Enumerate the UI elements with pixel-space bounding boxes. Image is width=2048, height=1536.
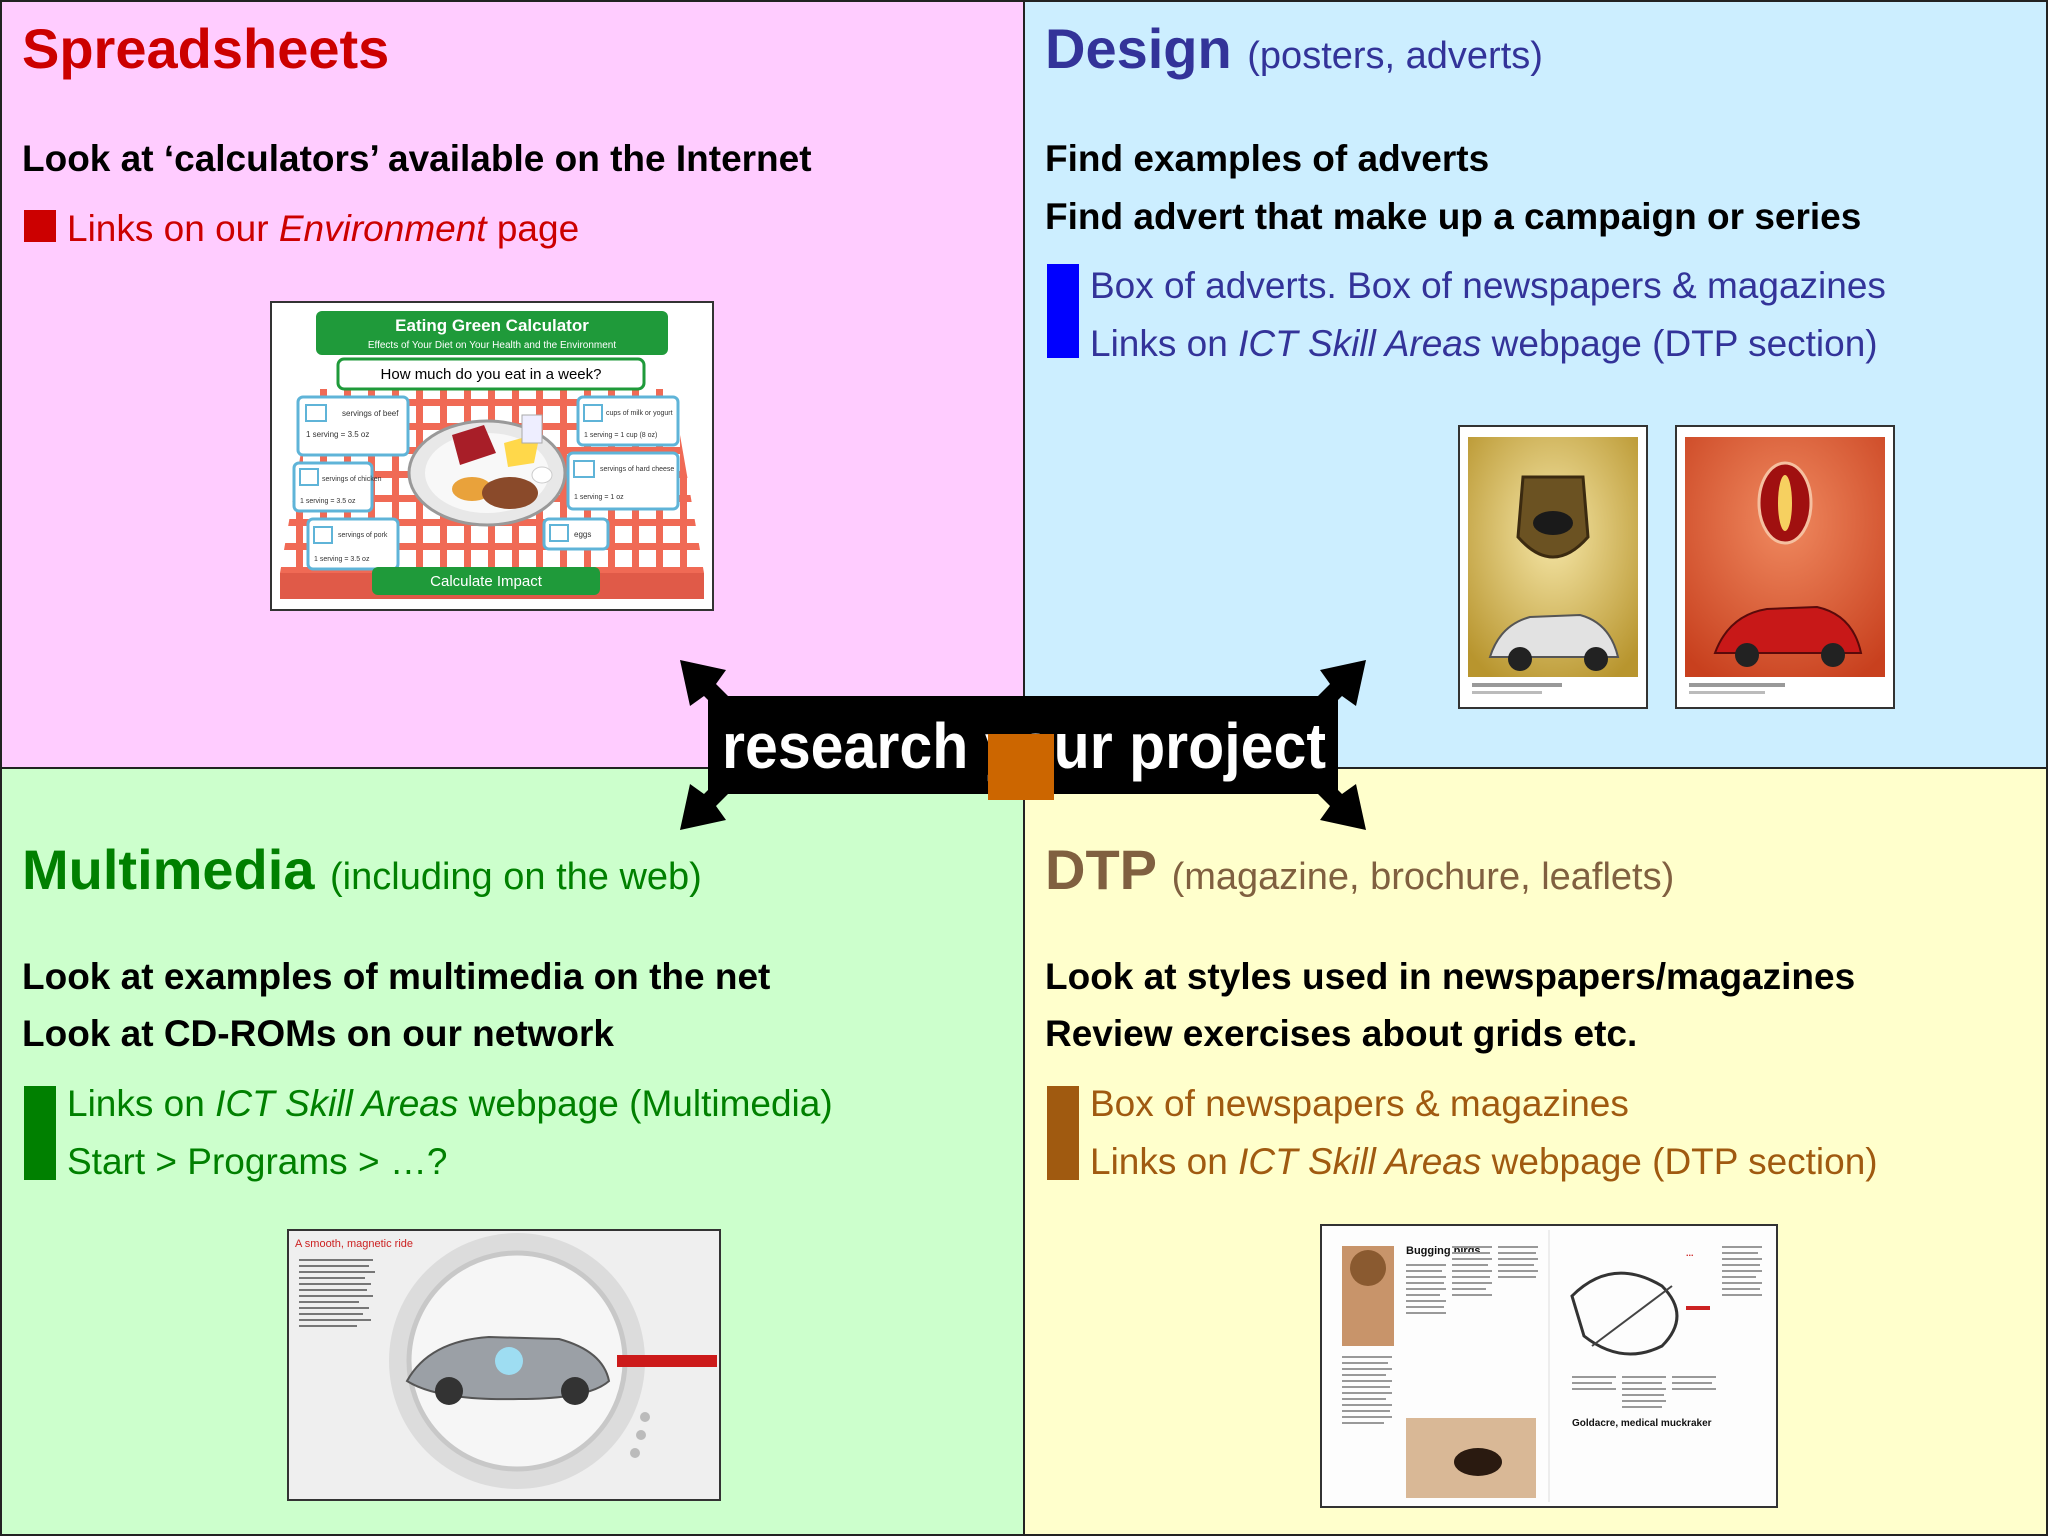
pull-quote: ... [1686, 1248, 1694, 1258]
menu-dot-icon[interactable] [636, 1430, 646, 1440]
svg-text:eggs: eggs [574, 530, 591, 539]
svg-text:servings of beef: servings of beef [342, 409, 399, 418]
arrow-down-right-icon [1308, 772, 1366, 830]
design-line-2: Find advert that make up a campaign or s… [1045, 196, 1862, 237]
center-orange-square [988, 734, 1054, 800]
calculate-impact-label: Calculate Impact [430, 573, 543, 590]
advert-thumbnail-red [1675, 425, 1895, 709]
beef-input[interactable] [305, 404, 327, 422]
design-panel: Design (posters, adverts) Find examples … [1023, 0, 2048, 769]
multimedia-panel: Multimedia (including on the web) Look a… [0, 767, 1025, 1536]
red-car-icon [1713, 605, 1863, 654]
brown-bar-bullet-icon [1047, 1086, 1079, 1180]
svg-text:cups of milk or yogurt: cups of milk or yogurt [606, 410, 673, 417]
svg-text:servings of pork: servings of pork [338, 532, 388, 539]
research-your-project-banner: research your project [680, 660, 1366, 830]
multimedia-ict-skill-areas-link[interactable]: Links on ICT Skill Areas webpage (Multim… [67, 1083, 833, 1124]
dtp-panel: DTP (magazine, brochure, leaflets) Look … [1023, 767, 2048, 1536]
design-line-1: Find examples of adverts [1045, 138, 1490, 179]
multimedia-thumb-heading: A smooth, magnetic ride [295, 1238, 413, 1250]
green-bar-bullet-icon [24, 1086, 56, 1180]
chicken-input[interactable] [299, 468, 319, 486]
pork-input[interactable] [313, 526, 333, 544]
adverts-box-link[interactable]: Box of adverts. Box of newspapers & maga… [1090, 265, 1886, 306]
dtp-title: DTP (magazine, brochure, leaflets) [1045, 838, 1675, 901]
design-subtitle: (posters, adverts) [1247, 35, 1543, 77]
design-ict-skill-areas-link[interactable]: Links on ICT Skill Areas webpage (DTP se… [1090, 323, 1878, 364]
food-plate-icon [407, 414, 567, 527]
dtp-subtitle: (magazine, brochure, leaflets) [1171, 856, 1675, 898]
svg-text:1 serving = 3.5 oz: 1 serving = 3.5 oz [314, 556, 370, 563]
start-programs-link[interactable]: Start > Programs > …? [67, 1141, 448, 1182]
cheese-input[interactable] [573, 460, 595, 478]
svg-text:1 serving = 3.5 oz: 1 serving = 3.5 oz [300, 498, 356, 505]
multimedia-title: Multimedia (including on the web) [22, 838, 702, 901]
glow-icon [495, 1347, 523, 1375]
beef-input-card: servings of beef 1 serving = 3.5 oz [296, 395, 410, 457]
eating-green-calculator-thumbnail: Eating Green Calculator Effects of Your … [270, 301, 714, 611]
pork-input-card: servings of pork 1 serving = 3.5 oz [306, 517, 400, 571]
chicken-input-card: servings of chicken 1 serving = 3.5 oz [292, 461, 382, 513]
spreadsheets-panel: Spreadsheets Look at ‘calculators’ avail… [0, 0, 1025, 769]
arrow-up-right-icon [1308, 660, 1366, 718]
calculator-title: Eating Green Calculator [395, 316, 589, 335]
red-square-bullet-icon [24, 210, 56, 242]
spreadsheets-line-1: Look at ‘calculators’ available on the I… [22, 138, 812, 179]
eggs-input[interactable] [549, 524, 569, 542]
blue-bar-bullet-icon [1047, 264, 1079, 358]
arrow-down-left-icon [680, 772, 738, 830]
spreadsheets-title: Spreadsheets [22, 17, 390, 80]
svg-text:1 serving = 3.5 oz: 1 serving = 3.5 oz [306, 430, 369, 439]
red-slider-bar[interactable] [617, 1355, 717, 1367]
svg-text:1 serving = 1 oz: 1 serving = 1 oz [574, 494, 624, 501]
menu-dot-icon[interactable] [640, 1412, 650, 1422]
multimedia-subtitle: (including on the web) [330, 856, 702, 898]
cheese-input-card: servings of hard cheese 1 serving = 1 oz [566, 451, 680, 511]
advert-thumbnail-gold [1458, 425, 1648, 709]
menu-dot-icon[interactable] [630, 1448, 640, 1458]
svg-text:servings of hard cheese: servings of hard cheese [600, 466, 674, 473]
multimedia-line-1: Look at examples of multimedia on the ne… [22, 956, 771, 997]
svg-text:1 serving = 1 cup (8 oz): 1 serving = 1 cup (8 oz) [584, 432, 657, 439]
dtp-line-2: Review exercises about grids etc. [1045, 1013, 1638, 1054]
arrow-up-left-icon [680, 660, 738, 718]
design-title: Design (posters, adverts) [1045, 17, 1543, 80]
environment-page-link[interactable]: Links on our Environment page [67, 208, 580, 249]
calculator-subtitle: Effects of Your Diet on Your Health and … [368, 340, 617, 351]
creature-sketch-icon [1570, 1271, 1679, 1356]
milk-input[interactable] [583, 404, 603, 422]
multimedia-line-2: Look at CD-ROMs on our network [22, 1013, 614, 1054]
dtp-thumb-heading-2: Goldacre, medical muckraker [1572, 1418, 1712, 1429]
dtp-line-1: Look at styles used in newspapers/magazi… [1045, 956, 1856, 997]
newspapers-box-link[interactable]: Box of newspapers & magazines [1090, 1083, 1629, 1124]
dtp-ict-skill-areas-link[interactable]: Links on ICT Skill Areas webpage (DTP se… [1090, 1141, 1878, 1182]
magazine-spread-thumbnail: Bugging birds [1320, 1224, 1778, 1508]
calculator-question: How much do you eat in a week? [381, 366, 602, 383]
eggs-input-card: eggs [542, 517, 610, 551]
calculate-impact-button[interactable] [372, 567, 600, 595]
calculator-illustration: Eating Green Calculator Effects of Your … [272, 303, 712, 609]
svg-text:servings of chicken: servings of chicken [322, 476, 382, 483]
milk-input-card: cups of milk or yogurt 1 serving = 1 cup… [576, 395, 680, 447]
multimedia-cdrom-thumbnail: A smooth, magnetic ride [287, 1229, 721, 1501]
silver-car-icon [1488, 613, 1620, 658]
